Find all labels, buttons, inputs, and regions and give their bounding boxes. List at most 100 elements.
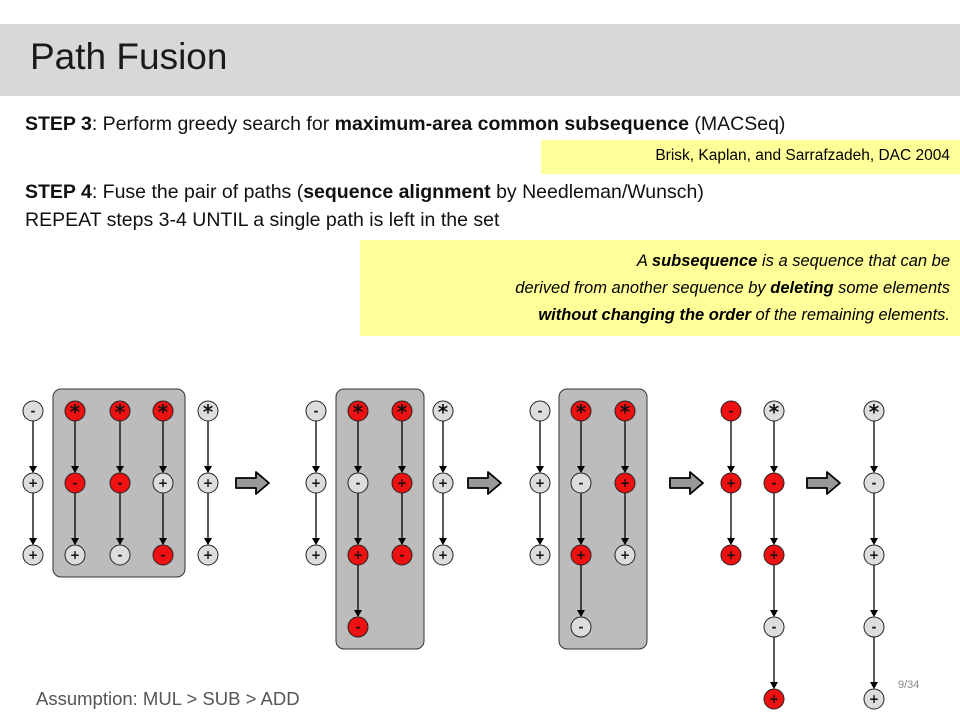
- fusion-step-arrow: [806, 471, 841, 495]
- def-l3-post: of the remaining elements.: [750, 306, 950, 324]
- op-node-label: -: [579, 620, 584, 634]
- op-node: [109, 400, 131, 422]
- op-node: [863, 400, 885, 422]
- op-node: [614, 472, 636, 494]
- op-node: [64, 400, 86, 422]
- def-l1-pre: A: [636, 252, 652, 270]
- highlight-box: [558, 388, 648, 650]
- op-node-label: +: [438, 476, 448, 490]
- op-node-label: -: [356, 620, 361, 634]
- op-node: [391, 544, 413, 566]
- path-column: * - -: [109, 400, 131, 566]
- op-node: [720, 472, 742, 494]
- op-node-label: +: [28, 476, 38, 490]
- op-node: [763, 544, 785, 566]
- op-node-label: +: [869, 692, 879, 706]
- path-column: - + +: [22, 400, 44, 566]
- path-column: *-+-: [570, 400, 592, 638]
- step4-bold: sequence alignment: [303, 181, 491, 203]
- op-node-label: -: [118, 548, 123, 562]
- repeat-line: REPEAT steps 3-4 UNTIL a single path is …: [25, 209, 500, 231]
- op-node-label: +: [869, 548, 879, 562]
- op-node: [152, 544, 174, 566]
- op-node-label: +: [535, 548, 545, 562]
- op-node-label: +: [726, 548, 736, 562]
- op-node: [529, 472, 551, 494]
- op-node-label: *: [869, 400, 880, 424]
- step3-label: STEP 3: [25, 113, 92, 135]
- def-l2-pre: derived from another sequence by: [515, 279, 771, 297]
- op-node: [763, 616, 785, 638]
- op-node: [391, 400, 413, 422]
- path-column: * + +: [197, 400, 219, 566]
- op-node: [863, 472, 885, 494]
- op-node: [197, 544, 219, 566]
- op-node: [529, 400, 551, 422]
- stage-3: - + + *-+- *++: [529, 388, 648, 650]
- path-column: - + +: [529, 400, 551, 566]
- op-node: [305, 544, 327, 566]
- op-node-label: +: [769, 692, 779, 706]
- op-node-label: -: [729, 404, 734, 418]
- op-node-label: -: [31, 404, 36, 418]
- op-node-label: +: [203, 548, 213, 562]
- op-node: [347, 616, 369, 638]
- op-node-label: -: [161, 548, 166, 562]
- title-bar: [0, 24, 960, 96]
- op-node: [347, 544, 369, 566]
- op-node: [763, 472, 785, 494]
- op-node-label: +: [311, 548, 321, 562]
- op-node-label: -: [314, 404, 319, 418]
- op-node-label: +: [203, 476, 213, 490]
- op-node: [22, 400, 44, 422]
- stage-1: -++*-+*--*+-*++: [22, 388, 219, 578]
- op-node: [614, 400, 636, 422]
- op-node-label: +: [397, 476, 407, 490]
- op-node: [863, 616, 885, 638]
- op-node-label: +: [438, 548, 448, 562]
- citation-box: Brisk, Kaplan, and Sarrafzadeh, DAC 2004: [541, 140, 960, 174]
- op-node-label: *: [158, 400, 169, 424]
- definition-line-1: A subsequence is a sequence that can be: [360, 248, 950, 275]
- op-node-label: +: [726, 476, 736, 490]
- op-node-label: *: [397, 400, 408, 424]
- step3-bold: maximum-area common subsequence: [334, 113, 689, 135]
- path-column: *-+-+: [863, 400, 885, 710]
- op-node-label: -: [772, 476, 777, 490]
- op-node-label: +: [311, 476, 321, 490]
- op-node-label: +: [28, 548, 38, 562]
- def-l1-bold: subsequence: [651, 252, 758, 270]
- path-column: *-+-+: [763, 400, 785, 710]
- op-node-label: *: [115, 400, 126, 424]
- op-node: [152, 400, 174, 422]
- stage-2: -++*-+-*+-*++: [305, 388, 454, 650]
- path-column: *++: [614, 400, 636, 566]
- op-node-label: *: [769, 400, 780, 424]
- op-node-label: +: [620, 548, 630, 562]
- def-l1-post: is a sequence that can be: [757, 252, 950, 270]
- step3-text1: : Perform greedy search for: [91, 113, 335, 135]
- stage-4: -++*-+-+: [720, 400, 785, 710]
- op-node-label: -: [118, 476, 123, 490]
- op-node-label: +: [158, 476, 168, 490]
- op-node-label: *: [438, 400, 449, 424]
- op-node-label: -: [872, 620, 877, 634]
- op-node: [22, 544, 44, 566]
- definition-box: A subsequence is a sequence that can be …: [360, 240, 960, 336]
- def-l3-bold: without changing the order: [538, 306, 751, 324]
- fusion-step-arrow: [467, 471, 502, 495]
- op-node: [763, 400, 785, 422]
- op-node-label: -: [772, 620, 777, 634]
- op-node: [152, 472, 174, 494]
- op-node: [432, 400, 454, 422]
- step3-text2: (MACSeq): [688, 113, 786, 135]
- step3-line: STEP 3: Perform greedy search for maximu…: [25, 113, 785, 136]
- op-node: [432, 544, 454, 566]
- path-column: * + +: [432, 400, 454, 566]
- op-node-label: *: [203, 400, 214, 424]
- op-node-label: +: [535, 476, 545, 490]
- op-node: [197, 400, 219, 422]
- path-fusion-diagram: -++*-+*--*+-*++-++*-+-*+-*++-++*-+-*++-+…: [22, 388, 885, 710]
- op-node: [529, 544, 551, 566]
- op-node-label: -: [538, 404, 543, 418]
